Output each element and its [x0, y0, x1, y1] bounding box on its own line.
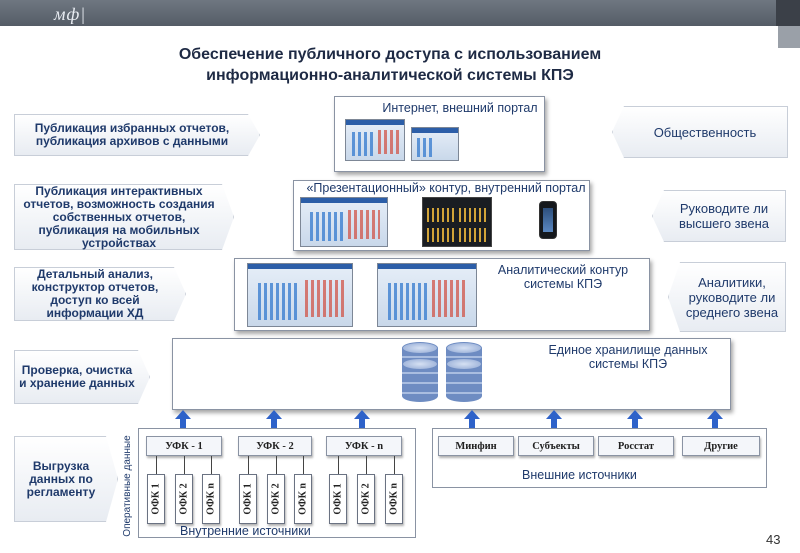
data-warehouse-label: Единое хранилище данных системы КПЭ — [548, 343, 708, 371]
source-rosstat: Росстат — [598, 436, 674, 456]
presentation-contour-box — [293, 180, 590, 251]
ufk-n: УФК - n — [326, 436, 402, 456]
ufk-2: УФК - 2 — [238, 436, 312, 456]
external-sources-label: Внешние источники — [522, 468, 637, 482]
title-line-1: Обеспечение публичного доступа с использ… — [178, 46, 602, 63]
up-arrow — [354, 410, 370, 430]
database-icon — [402, 358, 438, 406]
internet-portal-label: Интернет, внешний портал — [382, 101, 538, 115]
database-icon — [446, 358, 482, 406]
internet-portal-box — [334, 96, 545, 172]
portal-screenshot-2 — [411, 127, 459, 161]
right-label-public: Общественность — [612, 106, 788, 158]
portal-screenshot — [345, 119, 405, 161]
right-label-top-managers: Руководите ли высшего звена — [652, 190, 786, 242]
source-minfin: Минфин — [438, 436, 514, 456]
analytic-contour-label: Аналитический контур системы КПЭ — [497, 263, 629, 291]
ufk-1: УФК - 1 — [146, 436, 222, 456]
slide-title: Обеспечение публичного доступа с использ… — [130, 44, 650, 86]
presentation-screenshot — [300, 197, 388, 247]
analytic-screenshot-2 — [377, 263, 477, 327]
ofk-box: ОФК 1 — [147, 474, 165, 524]
up-arrow — [464, 410, 480, 430]
left-label-export: Выгрузка данных по регламенту — [14, 436, 118, 522]
up-arrow — [707, 410, 723, 430]
ofk-box: ОФК 1 — [239, 474, 257, 524]
ofk-box: ОФК n — [385, 474, 403, 524]
source-other: Другие — [682, 436, 760, 456]
ministry-logo: мф| — [54, 4, 87, 24]
analytic-contour-box — [234, 258, 650, 331]
ofk-box: ОФК n — [202, 474, 220, 524]
operative-data-label: Оперативные данные — [122, 435, 133, 537]
internal-sources-label: Внутренние источники — [180, 524, 311, 538]
mobile-phone-icon — [539, 201, 557, 239]
ofk-box: ОФК 2 — [267, 474, 285, 524]
ofk-box: ОФК 1 — [329, 474, 347, 524]
left-label-analysis: Детальный анализ, конструктор отчетов, д… — [14, 267, 186, 321]
ofk-box: ОФК 2 — [175, 474, 193, 524]
left-label-publication: Публикация избранных отчетов, публикация… — [14, 114, 260, 156]
left-label-interactive: Публикация интерактивных отчетов, возмож… — [14, 184, 234, 250]
up-arrow — [175, 410, 191, 430]
ofk-box: ОФК 2 — [357, 474, 375, 524]
top-bar-corner — [776, 0, 800, 26]
top-bar — [0, 0, 800, 26]
up-arrow — [266, 410, 282, 430]
analytic-screenshot-1 — [247, 263, 353, 327]
title-line-2: информационно-аналитической системы КПЭ — [206, 67, 574, 84]
up-arrow — [627, 410, 643, 430]
right-label-analysts: Аналитики, руководите ли среднего звена — [668, 262, 786, 332]
presentation-contour-label: «Презентационный» контур, внутренний пор… — [306, 181, 586, 195]
corner-decoration — [778, 26, 800, 48]
ofk-box: ОФК n — [294, 474, 312, 524]
page-number: 43 — [766, 532, 781, 547]
up-arrow — [546, 410, 562, 430]
left-label-verification: Проверка, очистка и хранение данных — [14, 350, 150, 404]
dashboard-screenshot — [422, 197, 492, 247]
source-subjects: Субъекты — [518, 436, 594, 456]
